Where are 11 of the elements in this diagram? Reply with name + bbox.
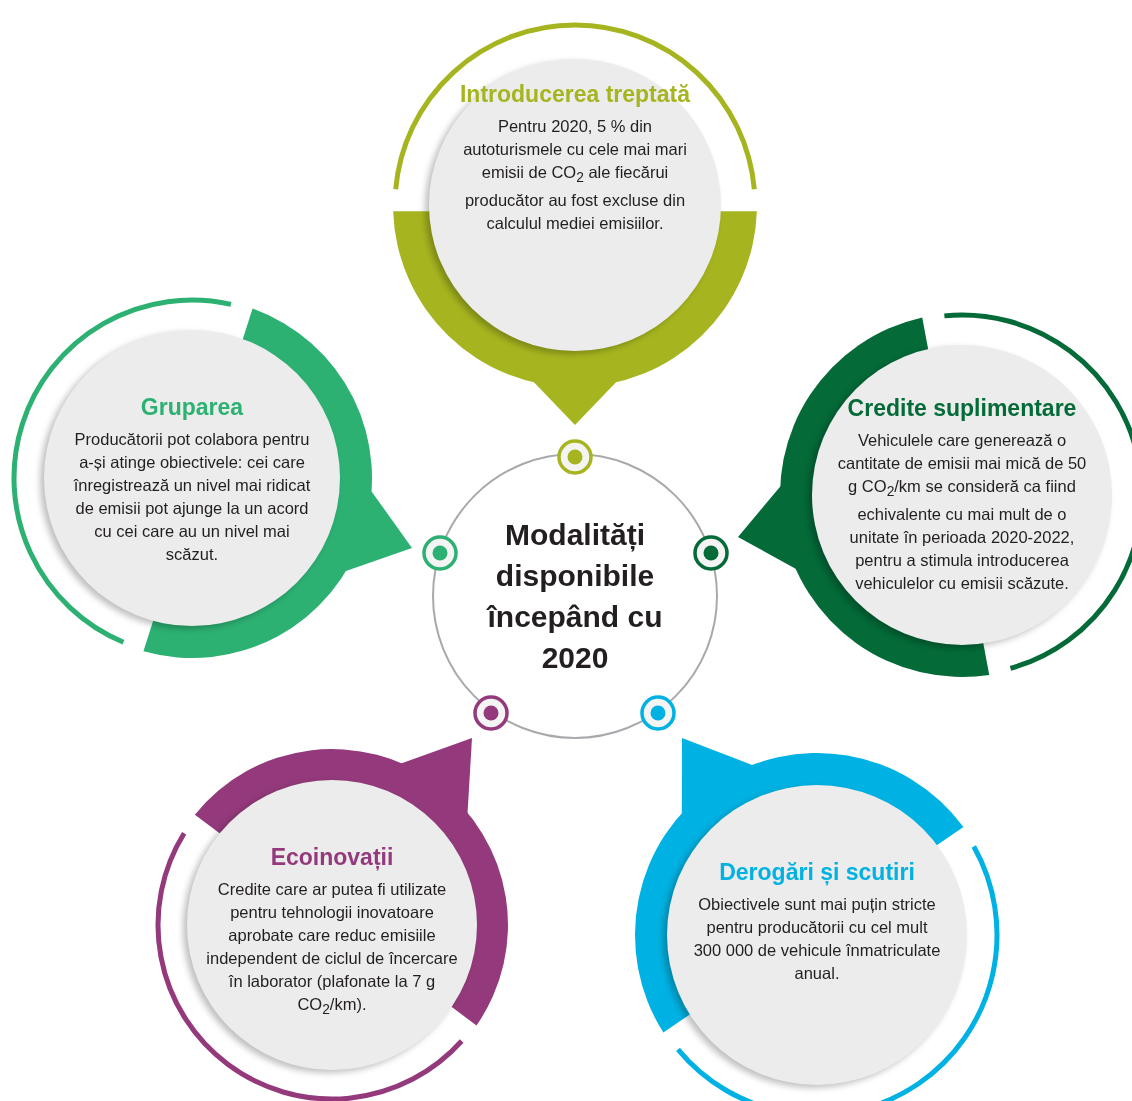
petal-description: Producătorii pot colabora pentru a-și atinge obiectivele: cei care înregistrează un nivel mai ridicat de emisii pot ajunge la un acord cu cei care au un nivel mai scăzut. bbox=[72, 429, 312, 565]
center-title: Modalități disponibile începând cu 2020 bbox=[485, 517, 664, 676]
petal-description: Vehiculele care generează o cantitate de emisii mai mică de 50 g CO$_{2}$/km se consideră ca fiind echivalente cu mai mult de o unitate în perioada 2020-2022, pentru a stimula introducerea vehiculelor cu emisii scăzute. bbox=[836, 430, 1088, 595]
petal-heading: Introducerea treptată bbox=[458, 80, 692, 109]
petal-heading: Derogări și scutiri bbox=[718, 858, 916, 887]
petal-description: Obiectivele sunt mai puțin stricte pentru producătorii cu cel mult 300 000 de vehicule înmatriculate anual. bbox=[692, 894, 942, 984]
petal-heading: Ecoinovații bbox=[269, 843, 395, 872]
petal-description: Credite care ar putea fi utilizate pentru tehnologii inovatoare aprobate care reduc emisiile independent de ciclul de încercare în laborator (plafonate la 7 g CO$_{2}$/km). bbox=[205, 879, 459, 1020]
petal-heading: Gruparea bbox=[139, 393, 245, 422]
petal-description: Pentru 2020, 5 % din autoturismele cu cele mai mari emisii de CO$_{2}$ ale fiecărui producător au fost excluse din calculul mediei emisiilor. bbox=[462, 116, 688, 235]
petal-heading: Credite suplimentare bbox=[846, 394, 1078, 423]
